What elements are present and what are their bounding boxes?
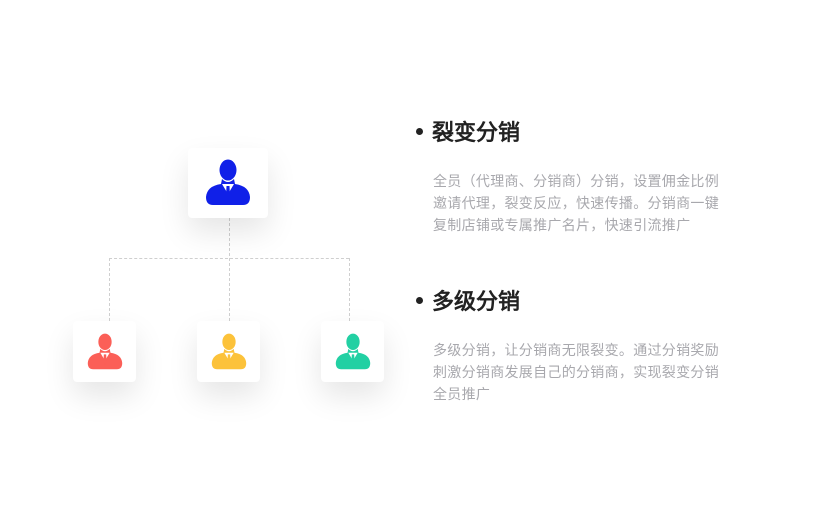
child-distributor-card-2 xyxy=(197,321,260,382)
user-icon xyxy=(211,333,246,369)
child-distributor-card-1 xyxy=(73,321,136,382)
section-fission-distribution: 裂变分销 全员（代理商、分销商）分销，设置佣金比例 邀请代理，裂变反应，快速传播… xyxy=(416,116,753,237)
connector-left-down xyxy=(109,258,110,321)
section-heading: 多级分销 xyxy=(416,285,753,315)
description-line: 复制店铺或专属推广名片，快速引流推广 xyxy=(433,218,691,234)
section-title: 裂变分销 xyxy=(432,121,521,146)
section-title: 多级分销 xyxy=(432,290,521,315)
bullet-icon xyxy=(416,296,423,304)
section-description: 全员（代理商、分销商）分销，设置佣金比例 邀请代理，裂变反应，快速传播。分销商一… xyxy=(433,171,753,237)
bullet-icon xyxy=(416,127,423,135)
connector-horizontal xyxy=(109,258,349,259)
description-line: 全员推广 xyxy=(433,387,491,403)
child-distributor-card-3 xyxy=(321,321,384,382)
section-heading: 裂变分销 xyxy=(416,116,753,146)
user-icon xyxy=(87,333,122,369)
user-icon xyxy=(206,159,250,205)
description-line: 多级分销，让分销商无限裂变。通过分销奖励 xyxy=(433,343,719,359)
connector-right-down xyxy=(349,258,350,321)
section-description: 多级分销，让分销商无限裂变。通过分销奖励 刺激分销商发展自己的分销商，实现裂变分… xyxy=(433,340,753,406)
connector-root-down xyxy=(229,218,230,321)
description-line: 全员（代理商、分销商）分销，设置佣金比例 xyxy=(433,174,719,190)
root-distributor-card xyxy=(188,148,268,218)
section-multilevel-distribution: 多级分销 多级分销，让分销商无限裂变。通过分销奖励 刺激分销商发展自己的分销商，… xyxy=(416,285,753,406)
description-line: 刺激分销商发展自己的分销商，实现裂变分销 xyxy=(433,365,719,381)
user-icon xyxy=(335,333,370,369)
description-line: 邀请代理，裂变反应，快速传播。分销商一键 xyxy=(433,196,719,212)
